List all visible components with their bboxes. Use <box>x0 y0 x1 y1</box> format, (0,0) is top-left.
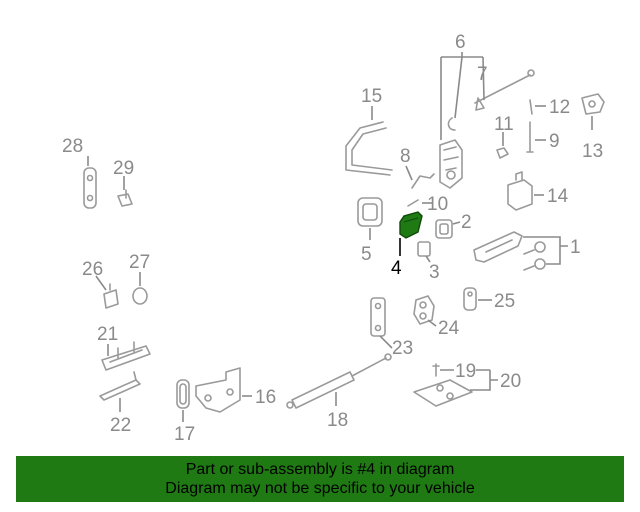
part-18-strut <box>286 353 392 409</box>
callout-27: 27 <box>129 252 150 273</box>
callout-1: 1 <box>570 237 581 258</box>
callout-11: 11 <box>494 114 514 135</box>
part-11-clip <box>496 147 509 159</box>
callout-17: 17 <box>174 424 195 445</box>
leader-19-20 <box>440 369 498 391</box>
callout-24: 24 <box>438 318 460 339</box>
callout-29: 29 <box>113 158 134 179</box>
part-8-link <box>411 173 435 189</box>
part-23-plate <box>370 297 386 337</box>
part-28-plate <box>83 167 97 209</box>
callout-18: 18 <box>327 410 348 431</box>
part-2-pad <box>435 219 453 239</box>
part-5-gasket <box>357 197 383 227</box>
callout-20: 20 <box>500 371 521 392</box>
part-26-bracket <box>103 283 119 309</box>
callout-21: 21 <box>97 324 118 345</box>
part-16-hinge-bracket <box>195 367 241 413</box>
part-6-latch <box>439 117 463 189</box>
callout-13: 13 <box>582 141 603 162</box>
callout-8: 8 <box>400 146 411 167</box>
banner-line-1: Part or sub-assembly is #4 in diagram <box>185 461 455 478</box>
part-21-hinge <box>101 341 151 371</box>
leader-2 <box>452 221 461 225</box>
part-25-plate <box>463 287 477 311</box>
part-1-handle <box>473 231 546 271</box>
part-15-strap <box>345 121 393 176</box>
part-4-highlighted <box>399 211 423 239</box>
leader-24 <box>427 319 437 327</box>
part-22-strap <box>99 371 141 401</box>
leader-8 <box>405 165 413 181</box>
part-29-bolt <box>117 189 133 207</box>
callout-10: 10 <box>427 194 448 215</box>
callout-12: 12 <box>549 97 570 118</box>
callout-22: 22 <box>110 415 131 436</box>
callout-14: 14 <box>547 186 569 207</box>
callout-15: 15 <box>361 86 382 107</box>
callout-2: 2 <box>461 212 472 233</box>
part-12-pin <box>529 99 533 115</box>
callout-16: 16 <box>255 387 276 408</box>
leader-23 <box>379 335 393 349</box>
part-10-clip <box>407 199 419 207</box>
callout-25: 25 <box>494 291 515 312</box>
parts-diagram: 6 7 15 8 11 12 9 13 14 10 <box>62 32 605 445</box>
banner-line-2: Diagram may not be specific to your vehi… <box>165 480 475 497</box>
callout-7: 7 <box>477 64 488 85</box>
callout-23: 23 <box>392 338 413 359</box>
part-20-striker-plate <box>413 379 473 407</box>
callout-19: 19 <box>455 361 476 382</box>
leader-26 <box>95 275 107 291</box>
part-27-cap <box>132 287 148 305</box>
part-17-seal <box>176 379 190 409</box>
info-banner: Part or sub-assembly is #4 in diagram Di… <box>16 456 624 502</box>
part-24-bumper <box>413 295 435 325</box>
part-3-pad <box>417 241 431 257</box>
part-19-pin <box>432 363 440 377</box>
part-13-bracket <box>581 93 605 115</box>
callout-28: 28 <box>62 136 83 157</box>
callout-6: 6 <box>455 32 466 53</box>
callout-9: 9 <box>549 131 560 152</box>
leader-6 <box>440 52 485 140</box>
part-9-rod <box>526 121 534 153</box>
leader-1 <box>523 236 568 265</box>
callout-3: 3 <box>429 262 440 283</box>
callout-5: 5 <box>361 244 372 265</box>
leader-3 <box>425 255 431 263</box>
part-14-actuator <box>507 171 533 211</box>
callout-26: 26 <box>82 259 103 280</box>
callout-4: 4 <box>391 258 402 279</box>
